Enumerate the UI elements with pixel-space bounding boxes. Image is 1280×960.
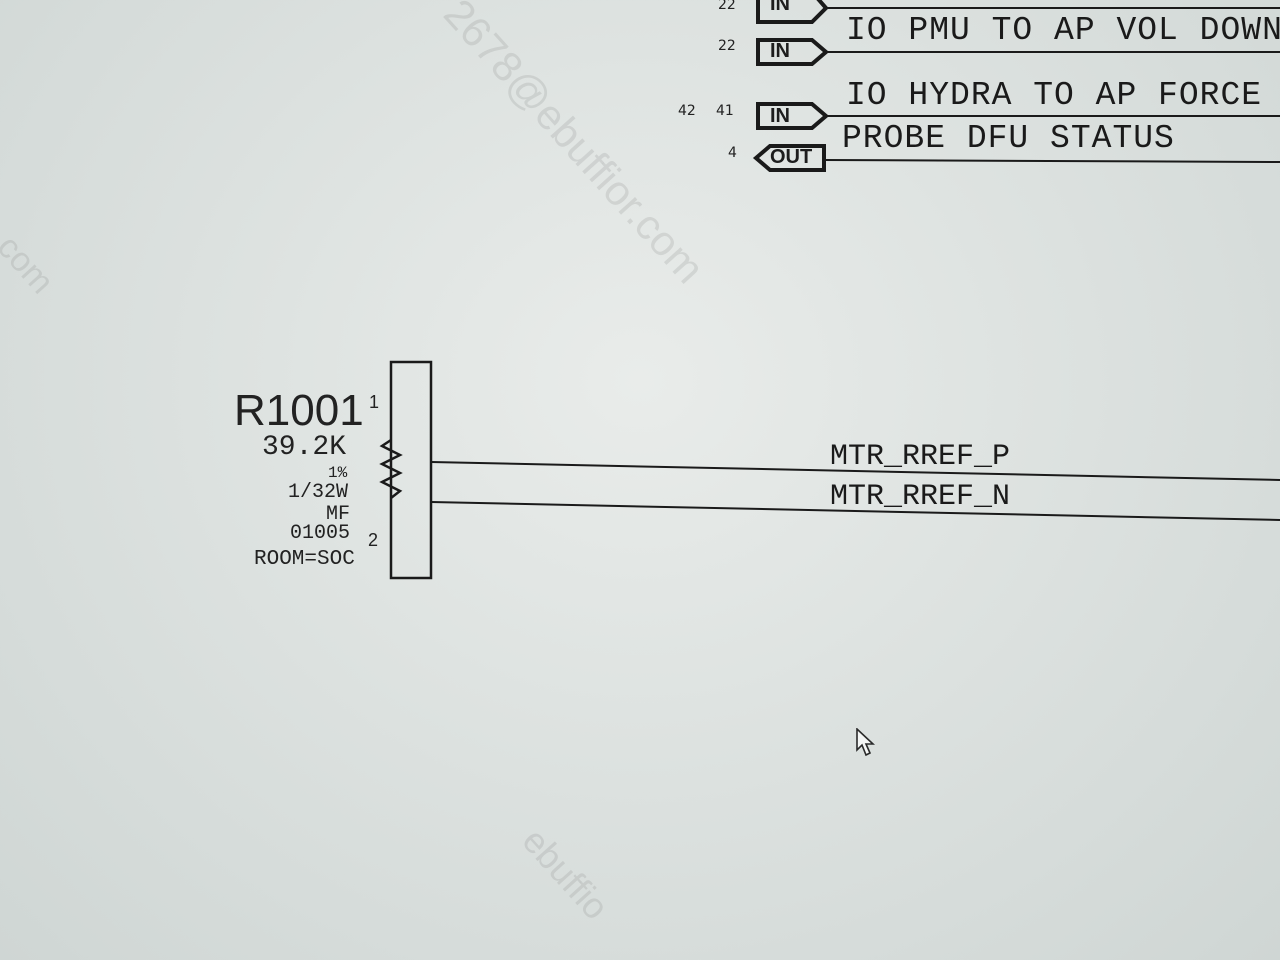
pin-ref-41: 41 [716,103,734,119]
off-page-connector-2[interactable] [756,38,1280,66]
connector-dir-in-2: IN [770,40,790,62]
pin-number-1: 1 [369,392,380,412]
pin-ref-42: 42 [678,103,696,119]
component-package: 01005 [290,522,351,545]
off-page-connector-4[interactable] [752,144,1280,172]
off-page-connector-3[interactable] [756,102,1280,130]
component-power: 1/32W [288,481,349,504]
component-value: 39.2K [262,432,347,463]
component-refdes[interactable]: R1001 [234,386,364,435]
component-room: ROOM=SOC [254,548,355,571]
signal-label: IO HYDRA TO AP FORCE [846,77,1263,114]
signal-io-pmu-to-ap-vol-down[interactable]: IO PMU TO AP VOL DOWN [846,12,1280,49]
net-mtr-rref-n[interactable]: MTR_RREF_N [830,480,1011,514]
pin-number-2: 2 [368,530,379,550]
off-page-connector-1[interactable] [756,0,1280,24]
resistor-r1001[interactable] [379,360,1280,580]
connector-dir-in-1: IN [770,0,790,15]
mouse-pointer-icon [856,728,876,757]
signal-label: IO PMU TO AP VOL DOWN [846,12,1280,49]
resistor-zigzag-icon [379,438,403,499]
connector-dir-out: OUT [770,146,813,168]
component-tolerance: 1% [328,464,348,482]
signal-label: PROBE DFU STATUS [842,120,1175,157]
signal-probe-dfu-status[interactable]: PROBE DFU STATUS [842,120,1175,157]
net-mtr-rref-p[interactable]: MTR_RREF_P [830,440,1011,474]
signal-io-hydra-to-ap-force[interactable]: IO HYDRA TO AP FORCE [846,77,1262,114]
pin-ref-22-top: 22 [718,0,736,13]
pin-ref-4: 4 [728,145,737,161]
component-type: MF [326,503,351,526]
pin-ref-22: 22 [718,38,736,54]
connector-dir-in-3: IN [770,105,790,127]
